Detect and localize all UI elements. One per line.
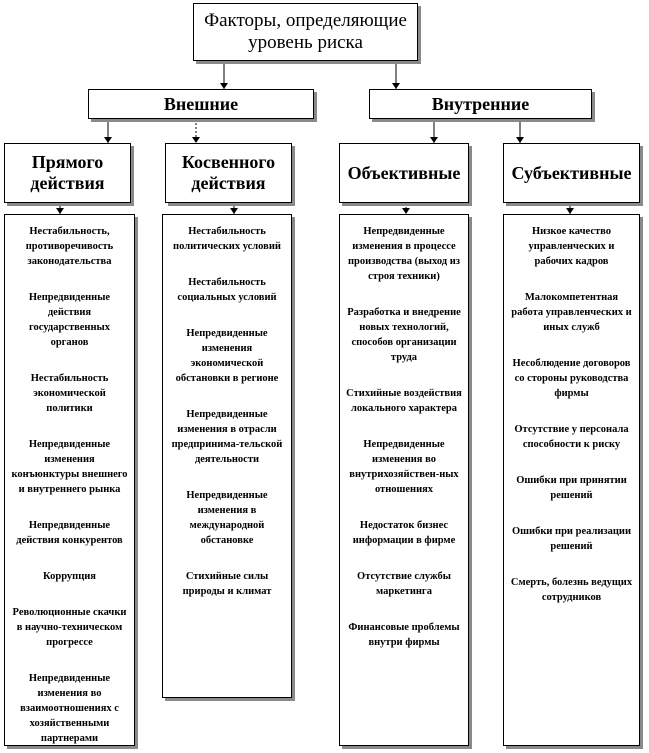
list-item: Непредвиденные изменения во внутрихозяйс… <box>349 439 459 495</box>
list-item: Непредвиденные изменения экономической о… <box>175 328 279 384</box>
list-item: Разработка и внедрение новых технологий,… <box>347 307 461 363</box>
list-direct-factors: Нестабильность, противоречивость законод… <box>4 214 135 746</box>
list-item: Малокомпетентная работа управленческих и… <box>511 292 632 333</box>
list-item: Непредвиденные изменения в процессе прои… <box>348 226 460 282</box>
root-node: Факторы, определяющие уровень риска <box>193 3 418 61</box>
category-indirect-label: Косвенного действия <box>181 152 276 193</box>
list-item: Несоблюдение договоров со стороны руково… <box>512 358 631 399</box>
root-title: Факторы, определяющие уровень риска <box>204 10 407 53</box>
group-internal: Внутренние <box>369 89 592 119</box>
list-item: Революционные скачки в научно-техническо… <box>12 607 127 648</box>
category-indirect: Косвенного действия <box>165 143 292 203</box>
list-item: Коррупция <box>43 571 96 582</box>
category-direct-label: Прямого действия <box>30 152 105 193</box>
category-subjective-label: Субъективные <box>511 162 632 183</box>
category-subjective: Субъективные <box>503 143 640 203</box>
list-subjective-factors: Низкое качество управленческих и рабочих… <box>503 214 640 746</box>
list-item: Недостаток бизнес информации в фирме <box>352 520 456 546</box>
list-item: Ошибки при принятии решений <box>516 475 627 501</box>
list-item: Непредвиденные изменения в международной… <box>186 490 268 546</box>
list-item: Непредвиденные действия государственных … <box>28 292 111 348</box>
list-indirect-factors: Нестабильность политических условий Нест… <box>162 214 292 698</box>
list-item: Стихийные воздействия локального характе… <box>346 388 462 414</box>
list-item: Финансовые проблемы внутри фирмы <box>348 622 460 648</box>
list-item: Нестабильность политических условий <box>173 226 281 252</box>
list-item: Ошибки при реализации решений <box>511 526 632 552</box>
group-external: Внешние <box>88 89 314 119</box>
list-item: Непредвиденные изменения в отрасли предп… <box>171 409 283 465</box>
list-item: Нестабильность, противоречивость законод… <box>25 226 114 267</box>
category-objective-label: Объективные <box>347 162 461 183</box>
list-item: Стихийные силы природы и климат <box>182 571 272 597</box>
list-item: Смерть, болезнь ведущих сотрудников <box>510 577 633 603</box>
list-item: Непредвиденные изменения конъюнктуры вне… <box>11 439 128 495</box>
list-objective-factors: Непредвиденные изменения в процессе прои… <box>339 214 469 746</box>
list-item: Непредвиденные действия конкурентов <box>16 520 123 546</box>
list-item: Отсутствие службы маркетинга <box>357 571 451 597</box>
list-item: Непредвиденные изменения во взаимоотноше… <box>20 673 119 744</box>
list-item: Отсутствие у персонала способности к рис… <box>514 424 629 450</box>
list-item: Нестабильность экономической политики <box>30 373 109 414</box>
list-item: Нестабильность социальных условий <box>177 277 277 303</box>
group-external-label: Внешние <box>163 93 239 114</box>
category-objective: Объективные <box>339 143 469 203</box>
category-direct: Прямого действия <box>4 143 131 203</box>
list-item: Низкое качество управленческих и рабочих… <box>528 226 615 267</box>
group-internal-label: Внутренние <box>431 93 530 114</box>
